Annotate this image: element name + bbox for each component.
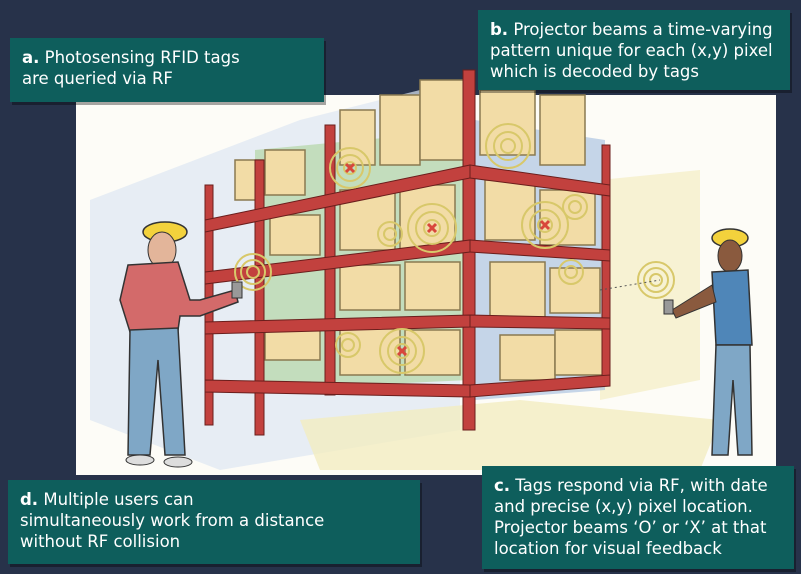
tag-ring — [329, 147, 371, 189]
callout-letter: c. — [494, 476, 511, 495]
box — [339, 264, 401, 311]
shelf-post — [254, 159, 265, 436]
box — [499, 334, 556, 381]
tag-ring — [377, 221, 403, 247]
shelf-post — [601, 144, 611, 386]
tag-ring — [637, 261, 675, 299]
x-mark — [426, 222, 438, 234]
box — [404, 261, 461, 311]
shelf-beam — [469, 374, 611, 398]
callout-b: b. Projector beams a time-varying patter… — [478, 10, 790, 90]
box — [404, 329, 461, 376]
callout-letter: d. — [20, 490, 39, 509]
head — [717, 239, 743, 273]
box — [554, 329, 604, 376]
worker-right — [663, 228, 753, 456]
box — [549, 267, 601, 314]
callout-text: Projector beams a time-varying — [508, 20, 773, 39]
shoe — [163, 456, 193, 468]
rfid-tag-rings — [234, 123, 675, 374]
callout-text: which is decoded by tags — [490, 62, 700, 81]
callout-d: d. Multiple users can simultaneously wor… — [8, 480, 420, 564]
x-mark — [344, 162, 356, 174]
callout-letter: b. — [490, 20, 509, 39]
tag-ring — [562, 194, 588, 220]
callout-text: Projector beams ‘O’ or ‘X’ at that — [494, 518, 767, 537]
tag-ring — [234, 253, 272, 291]
handheld-reader — [231, 281, 243, 299]
callout-letter: a. — [22, 48, 40, 67]
box — [399, 184, 456, 251]
box — [379, 94, 421, 166]
callout-text: simultaneously work from a distance — [20, 511, 325, 530]
shelf-beam — [469, 314, 611, 330]
handheld-reader — [663, 299, 674, 315]
callout-text: location for visual feedback — [494, 539, 722, 558]
floor-wash — [300, 400, 720, 470]
box — [264, 329, 321, 361]
boxes — [234, 79, 604, 381]
projector-beam — [599, 279, 661, 291]
callout-text: without RF collision — [20, 532, 181, 551]
box — [539, 94, 586, 166]
arm — [671, 284, 717, 319]
shirt — [119, 261, 239, 333]
projected-x-marks — [344, 162, 551, 357]
shelf-beam — [469, 164, 611, 197]
projection-area-right — [600, 170, 700, 400]
callout-c: c. Tags respond via RF, with date and pr… — [482, 466, 794, 569]
tag-ring — [558, 259, 584, 285]
pants — [711, 344, 753, 456]
box — [489, 261, 546, 318]
pants — [127, 327, 186, 456]
x-mark — [396, 345, 408, 357]
shoe — [125, 454, 155, 466]
box — [264, 149, 306, 196]
callout-text: Tags respond via RF, with date — [510, 476, 768, 495]
shelf-beam — [469, 239, 611, 262]
box — [479, 89, 536, 156]
callout-text: Multiple users can — [38, 490, 194, 509]
shelving-unit — [204, 69, 611, 436]
callout-text: are queried via RF — [22, 69, 173, 88]
tag-ring — [379, 328, 425, 374]
worker-left — [119, 221, 243, 468]
callout-text: and precise (x,y) pixel location. — [494, 497, 753, 516]
tag-ring — [485, 123, 531, 169]
callout-a: a. Photosensing RFID tags are queried vi… — [10, 38, 324, 102]
callout-text: pattern unique for each (x,y) pixel — [490, 41, 773, 60]
box — [419, 79, 466, 161]
x-mark — [539, 219, 551, 231]
tag-ring — [521, 201, 569, 249]
callout-text: Photosensing RFID tags — [39, 48, 240, 67]
tag-ring — [335, 332, 361, 358]
shirt — [711, 269, 753, 346]
tag-ring — [407, 203, 457, 253]
box — [269, 214, 321, 256]
